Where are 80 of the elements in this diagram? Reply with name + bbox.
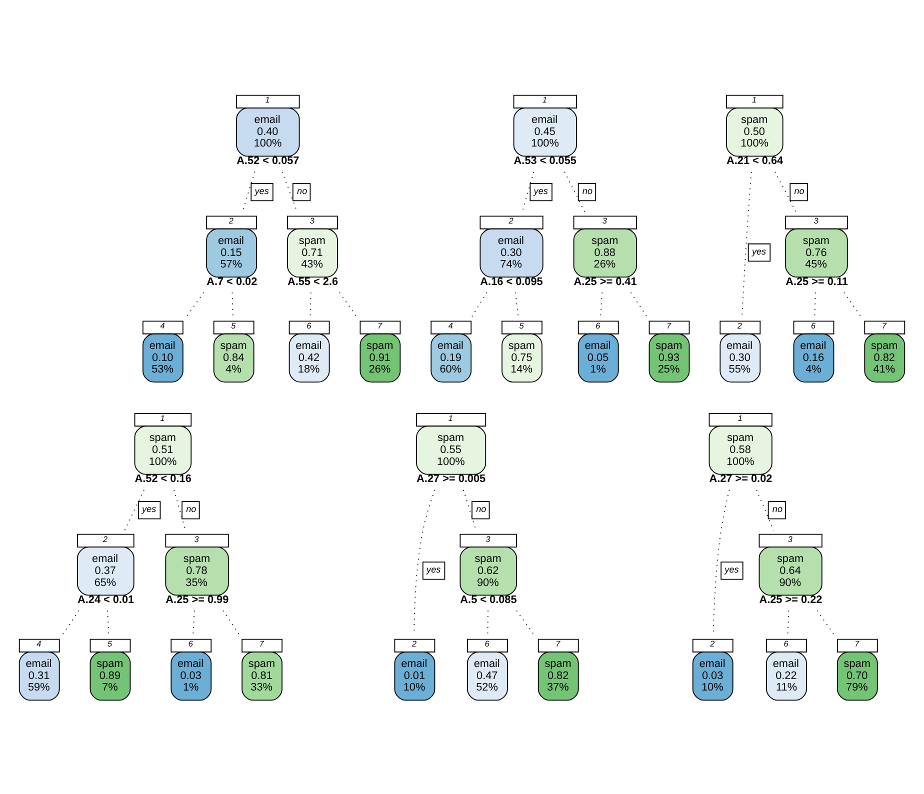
node-label: 2 — [102, 534, 108, 544]
edge-label: no — [582, 185, 593, 196]
connector — [816, 610, 835, 635]
node-label: A.52 < 0.057 — [236, 154, 300, 166]
edge-label: no — [476, 504, 486, 514]
node-label: 3 — [814, 216, 818, 226]
connector — [516, 610, 535, 635]
node-label: 1 — [542, 95, 547, 104]
node-label: 6 — [188, 639, 193, 648]
node-label: 1 — [265, 95, 270, 104]
node-label: A.7 < 0.02 — [206, 275, 258, 288]
connector — [522, 170, 534, 212]
connector — [756, 489, 774, 530]
node-label: A.5 < 0.085 — [460, 594, 517, 606]
node-label: A.24 < 0.01 — [78, 594, 134, 606]
node-label: A.52 < 0.16 — [134, 472, 192, 485]
node-label: 1 — [160, 413, 165, 422]
edge-label: yes — [254, 185, 269, 196]
node-label: 6 — [596, 321, 600, 330]
node-label: 1 — [738, 413, 742, 422]
node-label: 1 — [448, 413, 453, 422]
node-label: A.55 < 2.6 — [287, 275, 338, 288]
node-label: A.21 < 0.64 — [726, 154, 784, 166]
edge-label: yes — [426, 564, 441, 574]
node-label: 7 — [556, 639, 560, 648]
edge-label: yes — [752, 246, 766, 256]
edge-label: yes — [724, 564, 739, 574]
edge-label: yes — [142, 504, 156, 514]
node-label: 7 — [854, 639, 860, 648]
node-label: 6 — [306, 321, 312, 330]
edge-label: no — [186, 504, 196, 514]
node-label: 2 — [228, 216, 234, 226]
node-label: 4 — [160, 321, 165, 330]
node-label: A.27 >= 0.02 — [709, 472, 772, 485]
connector — [564, 170, 586, 212]
node-label: 3 — [310, 216, 314, 226]
node-label: A.16 < 0.095 — [480, 275, 543, 288]
node-label: 4 — [448, 321, 453, 330]
node-label: 2 — [412, 639, 417, 648]
node-label: 4 — [36, 639, 42, 648]
node-label: 7 — [377, 321, 382, 330]
node-label: 3 — [194, 534, 199, 544]
node-label: A.27 >= 0.005 — [416, 472, 486, 485]
connector — [741, 171, 752, 317]
node-label: 2 — [737, 321, 742, 330]
edge-label: no — [794, 185, 804, 196]
connector — [630, 292, 648, 317]
node-label: 3 — [602, 216, 607, 226]
connector — [174, 489, 186, 530]
node-label: 3 — [486, 534, 490, 544]
node-label: 2 — [508, 216, 514, 226]
node-label: 5 — [519, 321, 524, 330]
node-label: A.25 >= 0.11 — [786, 275, 848, 288]
node-label: 2 — [710, 639, 715, 648]
node-label: 3 — [788, 534, 792, 544]
edge-label: no — [772, 504, 783, 514]
connector — [844, 292, 862, 317]
connector — [462, 489, 477, 530]
edge-label: no — [297, 185, 308, 196]
node-label: 6 — [784, 639, 788, 648]
connector — [222, 610, 240, 635]
connector — [62, 610, 80, 635]
node-label: 6 — [811, 321, 816, 330]
edge-label: yes — [534, 185, 548, 196]
node-label: 1 — [752, 95, 757, 104]
node-label: 6 — [484, 639, 490, 648]
node-label: A.53 < 0.055 — [514, 154, 576, 166]
connector — [339, 292, 358, 317]
connector — [124, 489, 144, 530]
node-label: 5 — [231, 321, 236, 330]
node-label: 7 — [882, 321, 886, 330]
node-label: 5 — [108, 639, 112, 648]
node-label: A.25 >= 0.41 — [574, 275, 637, 288]
connector — [471, 292, 488, 317]
node-label: A.25 >= 0.99 — [166, 594, 229, 606]
connector — [186, 292, 204, 317]
node-label: 7 — [666, 321, 672, 330]
connector — [774, 170, 797, 212]
node-label: 7 — [259, 639, 264, 648]
node-label: A.25 >= 0.22 — [759, 594, 822, 606]
